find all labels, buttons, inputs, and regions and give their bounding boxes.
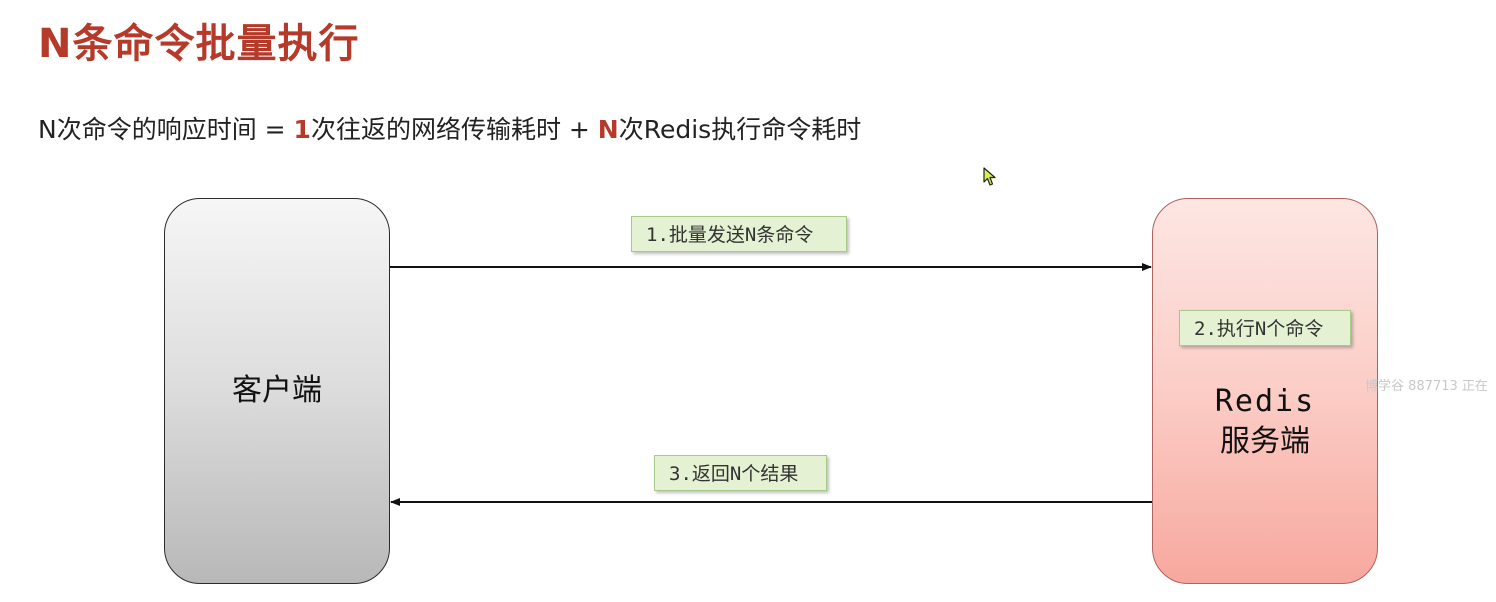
formula-command-count: N: [597, 115, 619, 144]
slide-title: N条命令批量执行: [38, 21, 360, 67]
formula-part-3: 次Redis执行命令耗时: [618, 115, 862, 144]
formula-round-trip-count: 1: [293, 115, 311, 144]
formula-part-1: N次命令的响应时间 =: [38, 115, 294, 144]
response-time-formula: N次命令的响应时间 = 1次往返的网络传输耗时 + N次Redis执行命令耗时: [38, 110, 861, 150]
watermark: 博学谷 887713 正在: [1365, 379, 1488, 394]
redis-server-node: Redis 服务端: [1152, 198, 1378, 584]
client-label: 客户端: [232, 373, 322, 408]
step-return-label: 3.返回N个结果: [654, 455, 827, 491]
step-send-label: 1.批量发送N条命令: [631, 216, 847, 252]
formula-part-2: 次往返的网络传输耗时 +: [310, 115, 598, 144]
server-label-redis: Redis: [1214, 384, 1316, 419]
server-label-role: 服务端: [1220, 424, 1310, 459]
mouse-pointer-icon: [983, 167, 996, 186]
step-execute-label: 2.执行N个命令: [1179, 310, 1351, 346]
client-node: 客户端: [164, 198, 390, 584]
